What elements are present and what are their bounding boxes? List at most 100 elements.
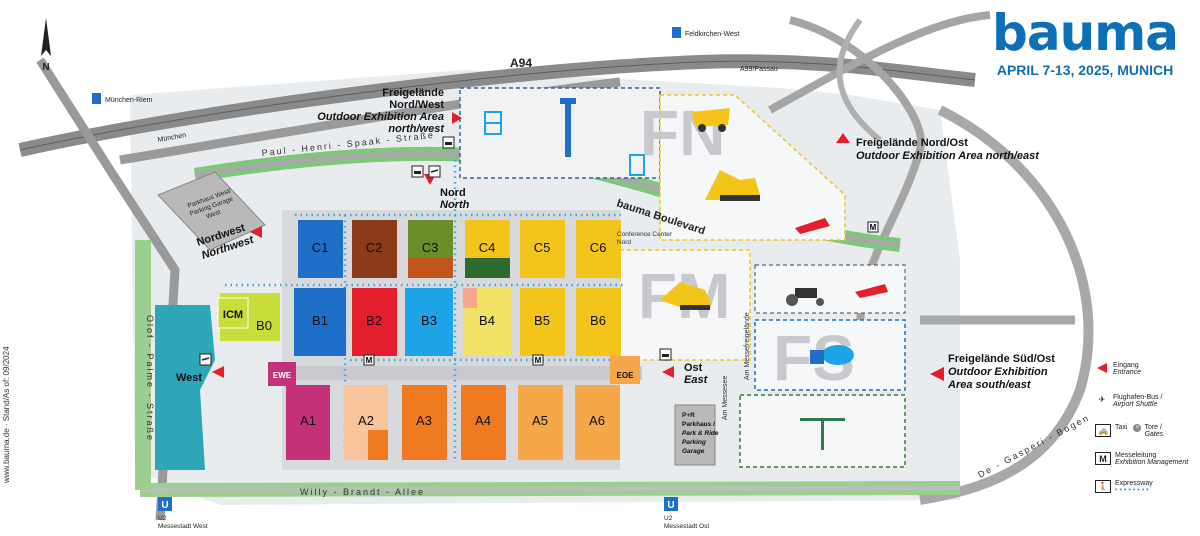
taxi-icon-3 bbox=[659, 348, 672, 361]
hall-c5[interactable] bbox=[520, 220, 565, 278]
park-and-ride-garage bbox=[674, 404, 716, 466]
hall-b1[interactable] bbox=[294, 288, 346, 356]
hall-a4-label: A4 bbox=[475, 413, 491, 428]
hall-a6[interactable] bbox=[575, 385, 620, 460]
hall-a2-label: A2 bbox=[358, 413, 374, 428]
entrance-label-ost: Ost bbox=[684, 362, 703, 374]
parkhaus-west-line3: West bbox=[205, 209, 221, 221]
nordwest-sub-line2: north/west bbox=[388, 123, 445, 135]
pr-garage-line4: Parking bbox=[682, 439, 706, 446]
road-label-muenchen-riem: München-Riem bbox=[105, 97, 153, 104]
road-label-feldkirchen: Feldkirchen-West bbox=[685, 31, 739, 38]
entrance-east-hall[interactable] bbox=[610, 356, 640, 384]
row-c-halls bbox=[298, 220, 621, 278]
suedost-sub-line2: Area south/east bbox=[947, 379, 1032, 391]
gate-icon: × bbox=[1133, 424, 1142, 432]
icm-building[interactable] bbox=[217, 297, 249, 329]
tower-crane-icon bbox=[800, 418, 845, 450]
hall-b3[interactable] bbox=[405, 288, 453, 356]
eoe-label: EOE bbox=[617, 371, 635, 380]
management-marker-1: M bbox=[363, 354, 375, 366]
hall-a1-label: A1 bbox=[300, 413, 316, 428]
hall-b2[interactable] bbox=[352, 288, 397, 356]
hall-a5[interactable] bbox=[518, 385, 563, 460]
hall-b1-label: B1 bbox=[312, 313, 328, 328]
hall-c1[interactable] bbox=[298, 220, 343, 278]
hall-c2-label: C2 bbox=[366, 240, 383, 255]
hall-b3-label: B3 bbox=[421, 313, 437, 328]
scaffold-icon bbox=[484, 111, 502, 135]
row-a-halls bbox=[286, 385, 620, 460]
brand-logo-text: bauma bbox=[992, 4, 1179, 62]
road-label-olof-palme: Olof - Palme - Straße bbox=[145, 315, 155, 442]
messesee-lake bbox=[155, 305, 215, 470]
ubahn-ost-line: U2 bbox=[664, 515, 673, 522]
road-label-willy-brandt: Willy - Brandt - Allee bbox=[300, 487, 425, 497]
entrance-marker-west[interactable] bbox=[212, 366, 224, 378]
entrance-label-north: North bbox=[440, 199, 470, 211]
expressway-dots: •••••••• bbox=[1115, 487, 1151, 494]
nordwest-sub-line1: Outdoor Exhibition Area bbox=[317, 111, 444, 123]
airport-shuttle-icon bbox=[428, 165, 441, 178]
airport-shuttle-icon-2 bbox=[199, 353, 212, 366]
hall-b4-label: B4 bbox=[479, 313, 495, 328]
entrance-west-hall[interactable] bbox=[268, 362, 296, 386]
conveyor-icon bbox=[795, 218, 830, 234]
hall-c3[interactable] bbox=[408, 220, 453, 258]
hall-a3[interactable] bbox=[402, 385, 447, 460]
hall-b5[interactable] bbox=[520, 288, 565, 356]
hall-c2[interactable] bbox=[352, 220, 397, 278]
taxi-icon bbox=[442, 136, 455, 149]
conveyor-icon-2 bbox=[855, 284, 888, 298]
entrance-label-west: West bbox=[176, 372, 202, 384]
entrance-label-east: East bbox=[684, 374, 709, 386]
excavator-icon-2 bbox=[660, 282, 712, 310]
ubahn-west-name: Messestadt West bbox=[158, 523, 208, 530]
road-label-muenchen: München bbox=[157, 132, 187, 144]
hall-c4-label: C4 bbox=[479, 240, 496, 255]
hall-b6-label: B6 bbox=[590, 313, 606, 328]
hall-c6[interactable] bbox=[576, 220, 621, 278]
hall-c1-label: C1 bbox=[312, 240, 329, 255]
svg-text:M: M bbox=[535, 356, 542, 365]
scaffold-icon-2 bbox=[629, 154, 645, 176]
road-label-am-messesee: Am Messesee bbox=[722, 376, 729, 420]
nordwest-title-line2: Nord/West bbox=[389, 99, 444, 111]
expressway-icon: 🚶 bbox=[1095, 480, 1111, 493]
entrance-label-nord: Nord bbox=[440, 187, 466, 199]
hall-c5-label: C5 bbox=[534, 240, 551, 255]
management-marker-2: M bbox=[532, 354, 544, 366]
entrance-marker-ost[interactable] bbox=[662, 366, 674, 378]
entrance-marker-nordost[interactable] bbox=[836, 133, 850, 143]
ubahn-station-ost[interactable]: U bbox=[664, 497, 678, 511]
hall-c4[interactable] bbox=[465, 220, 510, 258]
area-label-fn: FN bbox=[640, 97, 725, 169]
entrance-marker-nordwest[interactable] bbox=[250, 226, 262, 238]
pr-garage-line3: Park & Ride bbox=[682, 430, 719, 437]
svg-text:M: M bbox=[366, 356, 373, 365]
ubahn-west-line: U2 bbox=[158, 515, 167, 522]
hall-a5-label: A5 bbox=[532, 413, 548, 428]
road-label-a94: A94 bbox=[510, 56, 532, 70]
outdoor-area-north bbox=[659, 94, 846, 241]
hall-c6-label: C6 bbox=[590, 240, 607, 255]
management-icon: M bbox=[1095, 452, 1111, 465]
hall-a4[interactable] bbox=[461, 385, 506, 460]
road-label-am-messefreigelaende: Am Messefreigelände bbox=[744, 312, 751, 380]
parking-garage-west bbox=[157, 171, 266, 251]
airport-shuttle-icon: ✈ bbox=[1098, 395, 1106, 404]
hall-b6[interactable] bbox=[576, 288, 621, 356]
nordost-sub: Outdoor Exhibition Area north/east bbox=[856, 150, 1040, 162]
entrance-marker-nordwest-outdoor[interactable] bbox=[452, 112, 462, 124]
entrance-triangle-icon bbox=[1095, 362, 1109, 373]
conference-nord-label: Nord bbox=[617, 239, 631, 246]
entrance-marker-suedost[interactable] bbox=[930, 367, 944, 381]
road-label-a99: A99/Passau bbox=[740, 66, 778, 73]
suedost-sub-line1: Outdoor Exhibition bbox=[948, 366, 1048, 378]
hall-a1[interactable] bbox=[286, 385, 330, 460]
svg-text:U: U bbox=[667, 500, 674, 511]
svg-text:M: M bbox=[870, 223, 877, 232]
ubahn-station-west[interactable]: U bbox=[158, 497, 172, 511]
